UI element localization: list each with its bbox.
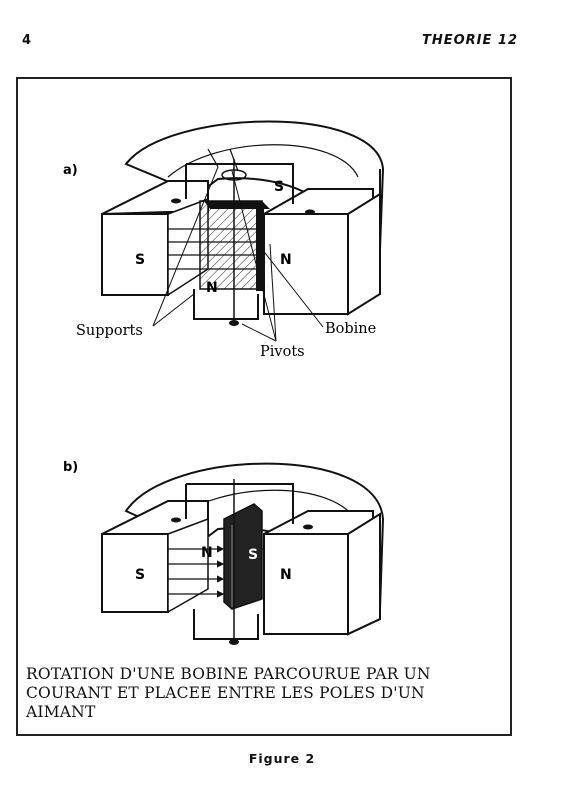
figure-illustration: a) S N S N Supports Bobine Pivots xyxy=(63,120,385,645)
callout-supports: Supports xyxy=(76,323,143,339)
pole-label-right-a: N xyxy=(280,252,292,268)
figure-frame: a) S N S N Supports Bobine Pivots xyxy=(16,77,512,736)
pole-label-left-b: S xyxy=(135,567,145,583)
callout-bobine: Bobine xyxy=(325,321,376,337)
magnet-diagram-a: a) S N S N Supports Bobine Pivots xyxy=(63,120,385,360)
page-number: 4 xyxy=(22,33,32,48)
coil-south-label-b: S xyxy=(248,547,258,563)
left-pole-block-a xyxy=(101,180,209,215)
figure-a-label: a) xyxy=(63,163,78,178)
pole-label-left-a: S xyxy=(135,252,145,268)
pole-label-right-b: N xyxy=(280,567,292,583)
figure-b-label: b) xyxy=(63,460,78,475)
caption-line-3: AIMANT xyxy=(26,703,96,721)
pole-label-back-a: S xyxy=(274,179,284,195)
horseshoe-arch-a xyxy=(124,120,385,261)
figure-number: Figure 2 xyxy=(248,751,316,766)
figure-caption: ROTATION D'UNE BOBINE PARCOURUE PAR UN C… xyxy=(26,665,506,722)
chapter-title: THEORIE 12 xyxy=(421,33,518,48)
coil-a xyxy=(199,200,263,290)
callout-pivots: Pivots xyxy=(260,344,305,360)
magnet-diagram-b: b) S N N S xyxy=(63,460,385,645)
coil-north-label-b: N xyxy=(201,545,213,561)
caption-line-2: COURANT ET PLACEE ENTRE LES POLES D'UN xyxy=(26,684,425,702)
coil-pole-label-a: N xyxy=(206,280,218,296)
caption-line-1: ROTATION D'UNE BOBINE PARCOURUE PAR UN xyxy=(26,665,431,683)
